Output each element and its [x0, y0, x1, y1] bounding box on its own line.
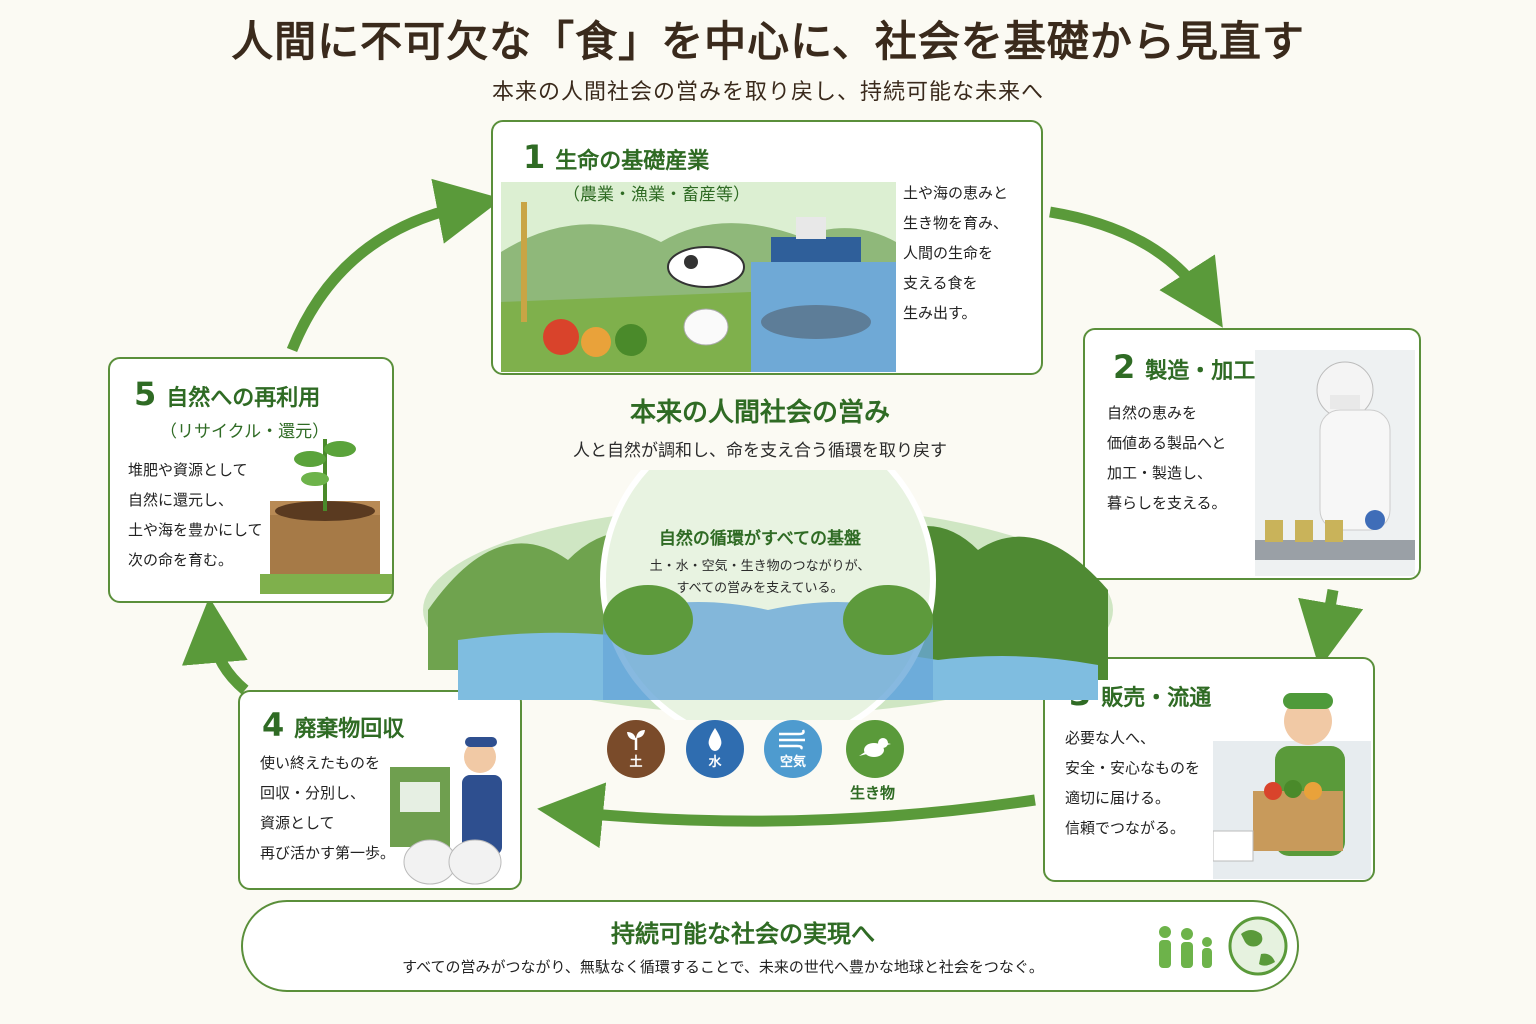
delivery-worker-illustration [1213, 693, 1371, 879]
step-card-1: 1 生命の基礎産業 （農業・漁業・畜産等） 土や海の恵みと 生き物を育み、 人間… [491, 120, 1043, 375]
step-card-3: 3 販売・流通 必要な人へ、 安全・安心なものを 適切に届ける。 信頼でつながる… [1043, 657, 1375, 882]
living-things-label: 生き物 [850, 784, 896, 802]
water-drop-icon [708, 728, 722, 751]
soil-element: 土 [607, 720, 665, 778]
farm-fishing-illustration [501, 182, 896, 372]
living-things-element [846, 720, 904, 778]
step-3-title: 販売・流通 [1101, 686, 1212, 711]
nature-landscape-illustration [423, 470, 1113, 720]
air-label: 空気 [779, 755, 806, 770]
arrow-3-to-4 [537, 782, 1036, 849]
center-subtitle: 人と自然が調和し、命を支え合う循環を取り戻す [573, 441, 947, 461]
step-card-2: 2 製造・加工 自然の恵みを 価値ある製品へと 加工・製造し、 暮らしを支える。 [1083, 328, 1421, 580]
step-4-title: 廃棄物回収 [294, 717, 405, 742]
inner-description: 土・水・空気・生き物のつながりが、 すべての営みを支えている。 [649, 559, 871, 596]
step-1-description: 土や海の恵みと 生き物を育み、 人間の生命を 支える食を 生み出す。 [903, 184, 1009, 322]
step-1-title: 生命の基礎産業 [555, 149, 710, 174]
step-card-5: 5 自然への再利用 （リサイクル・還元） 堆肥や資源として 自然に還元し、 土や… [108, 357, 394, 603]
step-4-number: 4 [262, 706, 285, 744]
sprout-icon [627, 730, 645, 750]
footer-title: 持続可能な社会の実現へ [611, 920, 875, 948]
center-title: 本来の人間社会の営み [629, 398, 890, 428]
waste-collector-illustration [390, 737, 502, 885]
compost-sprout-illustration [260, 439, 392, 594]
step-3-description: 必要な人へ、 安全・安心なものを 適切に届ける。 信頼でつながる。 [1065, 729, 1201, 837]
step-card-4: 4 廃棄物回収 使い終えたものを 回収・分別し、 資源として 再び活かす第一歩。 [238, 690, 522, 890]
step-5-subtitle: （リサイクル・還元） [160, 422, 330, 442]
bird-icon [859, 738, 891, 757]
people-globe-icon [1159, 916, 1288, 976]
arrow-2-to-3 [1298, 589, 1364, 669]
step-5-number: 5 [134, 375, 157, 413]
footer-banner: 持続可能な社会の実現へ すべての営みがつながり、無駄なく循環することで、未来の世… [241, 900, 1299, 992]
air-element: 空気 [764, 720, 822, 778]
water-element: 水 [686, 720, 744, 778]
inner-title: 自然の循環がすべての基盤 [658, 529, 862, 549]
step-5-description: 堆肥や資源として 自然に還元し、 土や海を豊かにして 次の命を育む。 [128, 461, 263, 569]
water-label: 水 [708, 755, 722, 770]
wind-icon [779, 729, 805, 750]
step-2-description: 自然の恵みを 価値ある製品へと 加工・製造し、 暮らしを支える。 [1107, 404, 1227, 512]
soil-label: 土 [629, 755, 643, 770]
step-2-number: 2 [1113, 348, 1136, 386]
footer-description: すべての営みがつながり、無駄なく循環することで、未来の世代へ豊かな地球と社会をつ… [402, 958, 1044, 976]
arrow-4-to-5 [181, 597, 249, 695]
step-4-description: 使い終えたものを 回収・分別し、 資源として 再び活かす第一歩。 [260, 754, 396, 862]
step-5-title: 自然への再利用 [166, 386, 321, 411]
step-2-title: 製造・加工 [1145, 359, 1256, 384]
step-1-number: 1 [523, 138, 546, 176]
page-title: 人間に不可欠な「食」を中心に、社会を基礎から見直す [231, 17, 1305, 66]
step-1-subtitle: （農業・漁業・畜産等） [563, 185, 750, 205]
page-subtitle: 本来の人間社会の営みを取り戻し、持続可能な未来へ [491, 80, 1044, 105]
arrow-5-to-1 [286, 178, 503, 353]
arrow-1-to-2 [1049, 206, 1223, 328]
factory-worker-illustration [1255, 350, 1415, 576]
